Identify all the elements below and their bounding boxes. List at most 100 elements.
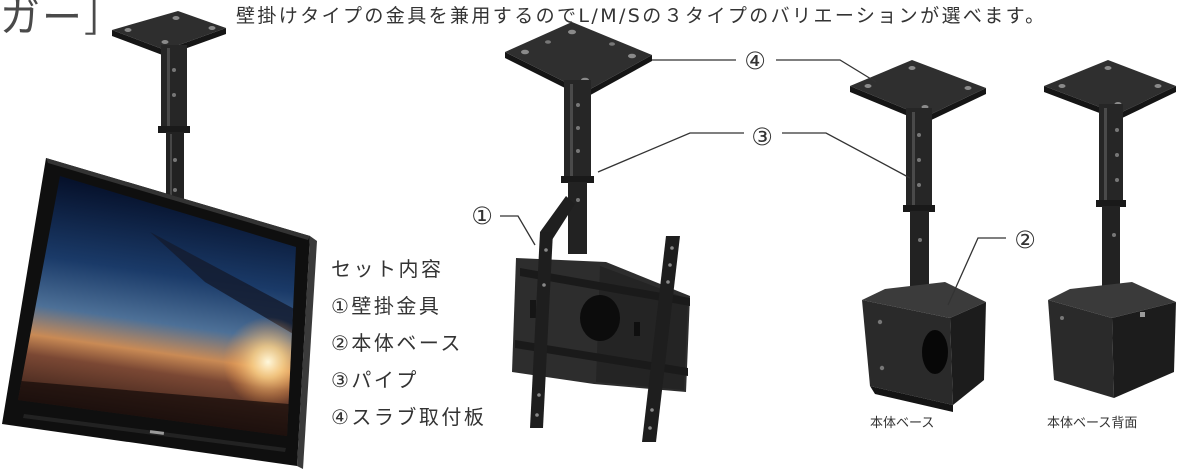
- callout-2: ②: [1014, 226, 1036, 254]
- plate-hole: [964, 86, 972, 90]
- base-bottom-chamfer: [870, 386, 953, 412]
- leader-line-3-left: [597, 132, 744, 173]
- rail-hole: [535, 413, 539, 417]
- pipe-hole: [173, 188, 177, 192]
- base-screw-hole: [879, 365, 885, 371]
- leader-line-2: [947, 237, 1006, 306]
- plate-hole: [628, 53, 636, 59]
- plate-hole: [208, 26, 216, 30]
- screen-wing: [150, 232, 296, 338]
- page-title-fragment: ガー］: [0, 0, 126, 41]
- tv-logo: [149, 430, 165, 435]
- pipe-hole: [917, 133, 921, 137]
- pipe-hole: [1115, 128, 1119, 132]
- base-front-face: [862, 300, 953, 405]
- diagonal-brace: [540, 196, 575, 240]
- plate-hole: [124, 28, 132, 32]
- slab-plate: [505, 22, 652, 92]
- pipe-highlight: [170, 134, 172, 228]
- pipe-lower: [1102, 206, 1120, 302]
- television: [2, 158, 317, 469]
- rail-hole: [670, 246, 674, 250]
- leader-line-4-right: [776, 59, 877, 83]
- caption-body-base: 本体ベース: [870, 416, 935, 431]
- rail-hole: [544, 248, 548, 252]
- plate-hole: [1058, 84, 1066, 88]
- base-screw-hole: [1060, 316, 1064, 320]
- caption-body-base-back: 本体ベース背面: [1047, 416, 1138, 431]
- pipe-hole: [576, 126, 580, 130]
- plate-hole: [908, 66, 916, 70]
- set-contents-list: セット内容 ①壁掛金具 ②本体ベース ③パイプ ④スラブ取付板: [331, 256, 486, 441]
- ceiling-plate: [112, 11, 226, 50]
- base-left-face: [1048, 300, 1114, 398]
- rail-hole: [542, 283, 546, 287]
- plate-hole: [864, 84, 872, 88]
- pipe-hole: [172, 93, 176, 97]
- pipe-hole: [918, 238, 922, 242]
- tv-bezel-edge: [46, 158, 310, 240]
- plate-hole: [161, 40, 169, 44]
- plate-hole: [609, 42, 615, 46]
- plate-hole: [1154, 84, 1162, 88]
- wall-bracket-rail-left: [530, 232, 553, 428]
- set-contents-item: ③パイプ: [331, 368, 419, 392]
- callout-1: ①: [471, 202, 493, 230]
- pipe-upper: [161, 45, 187, 129]
- leader-line-1: [500, 215, 536, 246]
- bracket-slot: [634, 322, 640, 336]
- pipe-highlight: [167, 48, 170, 128]
- rail-hole: [537, 393, 541, 397]
- pipe-hole: [172, 68, 176, 72]
- wall-bracket-rail-right: [642, 236, 680, 442]
- pipe-collar: [561, 176, 594, 183]
- set-contents-item: ④スラブ取付板: [331, 405, 487, 429]
- bracket-slot: [530, 300, 536, 318]
- mount-body-base: [850, 60, 986, 412]
- pipe-hole: [173, 158, 177, 162]
- crossbar-lower: [515, 340, 688, 376]
- leader-lines: [500, 59, 1006, 306]
- base-side-face: [950, 302, 986, 405]
- pipe-lower: [568, 182, 587, 254]
- set-contents-item: ②本体ベース: [331, 331, 463, 355]
- pipe-hole: [576, 149, 580, 153]
- set-contents-title: セット内容: [331, 257, 444, 281]
- pipe-hole: [917, 158, 921, 162]
- callout-3: ③: [751, 123, 773, 151]
- base-right-face: [1112, 302, 1176, 398]
- pipe-highlight: [570, 84, 573, 178]
- pipe-hole: [576, 198, 580, 202]
- set-contents-item: ①壁掛金具: [331, 294, 442, 318]
- pipe-hole: [1115, 178, 1119, 182]
- base-cable-hole: [922, 330, 948, 374]
- pipe-collar: [903, 205, 935, 212]
- mount-body-base-back: [1044, 60, 1176, 398]
- base-back-hole: [1140, 312, 1145, 317]
- rail-hole: [666, 280, 670, 284]
- plate-hole: [545, 40, 551, 44]
- bracket-hole: [580, 295, 620, 341]
- plate-hole: [521, 49, 529, 55]
- callout-4: ④: [744, 47, 766, 75]
- pipe-hole: [1115, 153, 1119, 157]
- pipe-highlight: [912, 112, 915, 206]
- rail-hole: [668, 263, 672, 267]
- pipe-upper: [1099, 104, 1123, 204]
- mount-with-wall-bracket: [505, 22, 690, 442]
- rail-hole: [648, 426, 652, 430]
- crossbar-upper: [520, 268, 690, 306]
- rail-hole: [650, 408, 654, 412]
- leader-line-3-right: [782, 132, 911, 179]
- pipe-hole: [576, 103, 580, 107]
- pipe-lower: [910, 211, 929, 303]
- tv-mount-assembly: [2, 11, 317, 469]
- base-top-face: [862, 282, 986, 318]
- tv-screen: [18, 176, 296, 436]
- slab-plate: [850, 60, 986, 117]
- plate-hole: [172, 16, 180, 20]
- tv-side-edge: [297, 236, 317, 469]
- pipe-collar: [1096, 200, 1126, 207]
- plate-hole: [568, 29, 576, 35]
